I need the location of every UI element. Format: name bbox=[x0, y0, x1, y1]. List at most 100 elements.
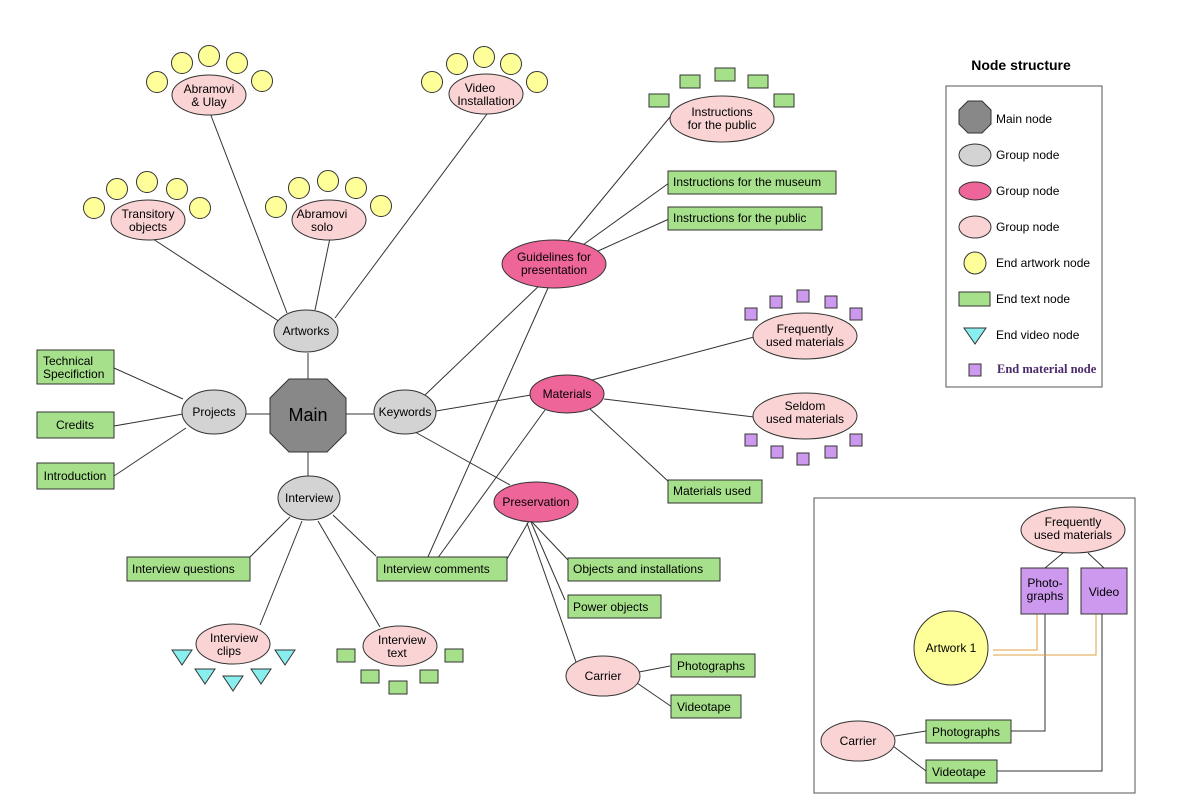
legend-pink-ellipse-icon bbox=[958, 215, 992, 239]
photographs-node[interactable]: Photographs bbox=[670, 653, 756, 678]
artwork-end-node bbox=[500, 53, 522, 75]
interview-text-line1: Interview bbox=[378, 633, 426, 647]
interview-comments-label: Interview comments bbox=[383, 562, 490, 576]
interview-text-group[interactable]: Interview text bbox=[336, 625, 464, 695]
artwork-end-node bbox=[146, 71, 168, 93]
seldom-used-line1: Seldom bbox=[785, 399, 826, 413]
guidelines-line1: Guidelines for bbox=[517, 250, 591, 264]
example-photographs-box-line2: graphs bbox=[1027, 589, 1064, 603]
technical-specification-node[interactable]: Technical Specifiction bbox=[36, 349, 115, 385]
legend-purple-square-icon bbox=[968, 363, 982, 377]
artwork-end-node bbox=[317, 170, 339, 192]
materials-used-node[interactable]: Materials used bbox=[667, 479, 763, 504]
frequently-used-line1: Frequently bbox=[777, 322, 834, 336]
abramovi-ulay-group[interactable]: Abramovi & Ulay bbox=[146, 45, 273, 116]
instructions-public-group[interactable]: Instructions for the public bbox=[648, 67, 795, 143]
abramovi-solo-group[interactable]: Abramovi solo bbox=[265, 170, 392, 241]
projects-node[interactable]: Projects bbox=[181, 389, 247, 435]
artwork-end-node bbox=[473, 46, 495, 68]
instructions-public-group-line2: for the public bbox=[688, 118, 757, 132]
interview-clips-group[interactable]: Interview clips bbox=[171, 623, 296, 692]
interview-questions-node[interactable]: Interview questions bbox=[126, 556, 251, 582]
example-frequently-used-node[interactable]: Frequently used materials bbox=[1020, 506, 1126, 554]
example-photographs-box-line1: Photo- bbox=[1027, 576, 1062, 590]
legend-magenta-ellipse-icon bbox=[958, 181, 992, 201]
materials-node[interactable]: Materials bbox=[529, 374, 605, 414]
carrier-label: Carrier bbox=[585, 669, 622, 683]
main-node[interactable]: Main bbox=[269, 378, 347, 453]
text-end-node bbox=[444, 648, 464, 663]
interview-node[interactable]: Interview bbox=[277, 475, 341, 521]
example-photographs-label: Photographs bbox=[932, 725, 1000, 739]
power-objects-label: Power objects bbox=[573, 600, 648, 614]
artwork-end-node bbox=[166, 178, 188, 200]
text-end-node bbox=[648, 93, 670, 108]
legend-yellow-circle-icon bbox=[963, 251, 987, 275]
legend-title: Node structure bbox=[971, 57, 1071, 73]
objects-installations-node[interactable]: Objects and installations bbox=[567, 557, 721, 582]
credits-node[interactable]: Credits bbox=[36, 411, 115, 439]
example-photographs-node[interactable]: Photographs bbox=[925, 719, 1012, 744]
abramovi-ulay-line1: Abramovi bbox=[184, 82, 235, 96]
abramovi-solo-line2: solo bbox=[311, 220, 333, 234]
text-end-node bbox=[747, 74, 769, 89]
artworks-label: Artworks bbox=[283, 324, 330, 338]
introduction-label: Introduction bbox=[44, 469, 107, 483]
video-installation-group[interactable]: Video Installation bbox=[421, 46, 548, 115]
text-end-node bbox=[714, 67, 736, 82]
legend-item-label: Group node bbox=[996, 184, 1060, 198]
example-videotape-node[interactable]: Videotape bbox=[925, 759, 998, 784]
objects-installations-label: Objects and installations bbox=[573, 562, 703, 576]
legend-item-label: Group node bbox=[996, 220, 1060, 234]
example-artwork-label: Artwork 1 bbox=[926, 641, 977, 655]
artworks-node[interactable]: Artworks bbox=[273, 309, 339, 353]
text-end-node bbox=[388, 680, 408, 695]
material-end-node bbox=[796, 289, 810, 303]
legend-item-label: End material node bbox=[997, 362, 1097, 376]
carrier-node[interactable]: Carrier bbox=[565, 655, 641, 697]
example-frequently-used-line2: used materials bbox=[1034, 528, 1112, 542]
keywords-node[interactable]: Keywords bbox=[373, 389, 437, 435]
connector-lines bbox=[113, 112, 755, 708]
seldom-used-group[interactable]: Seldom used materials bbox=[744, 392, 863, 466]
video-installation-line2: Installation bbox=[457, 94, 514, 108]
example-carrier-node[interactable]: Carrier bbox=[820, 720, 896, 762]
video-end-node bbox=[194, 668, 216, 685]
video-end-node bbox=[222, 675, 244, 692]
instructions-museum-node[interactable]: Instructions for the museum bbox=[667, 170, 837, 195]
transitory-objects-line1: Transitory bbox=[122, 207, 175, 221]
legend-item-label: End artwork node bbox=[996, 256, 1090, 270]
frequently-used-line2: used materials bbox=[766, 335, 844, 349]
interview-clips-line2: clips bbox=[217, 644, 241, 658]
abramovi-ulay-line2: & Ulay bbox=[191, 95, 226, 109]
artwork-end-node bbox=[106, 178, 128, 200]
video-end-node bbox=[274, 649, 296, 666]
guidelines-line2: presentation bbox=[521, 263, 587, 277]
transitory-objects-group[interactable]: Transitory objects bbox=[83, 171, 211, 241]
guidelines-node[interactable]: Guidelines for presentation bbox=[501, 239, 607, 289]
text-end-node bbox=[679, 74, 701, 89]
legend-item-label: Main node bbox=[996, 112, 1052, 126]
frequently-used-group[interactable]: Frequently used materials bbox=[744, 289, 863, 360]
instructions-public-node[interactable]: Instructions for the public bbox=[667, 206, 823, 231]
keywords-label: Keywords bbox=[379, 405, 432, 419]
example-video-material-node[interactable]: Video bbox=[1080, 567, 1128, 615]
videotape-label: Videotape bbox=[677, 700, 731, 714]
transitory-objects-line2: objects bbox=[129, 220, 167, 234]
artwork-end-node bbox=[421, 71, 443, 93]
materials-label: Materials bbox=[543, 387, 592, 401]
introduction-node[interactable]: Introduction bbox=[36, 462, 115, 490]
legend-gray-ellipse-icon bbox=[958, 143, 992, 167]
example-artwork-node[interactable]: Artwork 1 bbox=[913, 610, 989, 686]
videotape-node[interactable]: Videotape bbox=[670, 694, 742, 719]
text-end-node bbox=[360, 669, 380, 684]
power-objects-node[interactable]: Power objects bbox=[567, 594, 662, 619]
example-frequently-used-line1: Frequently bbox=[1045, 515, 1102, 529]
legend-green-rect-icon bbox=[958, 291, 991, 307]
preservation-node[interactable]: Preservation bbox=[493, 481, 579, 523]
example-photographs-material-node[interactable]: Photo- graphs bbox=[1020, 567, 1069, 615]
interview-text-line2: text bbox=[387, 646, 407, 660]
text-end-node bbox=[773, 93, 795, 108]
interview-comments-node[interactable]: Interview comments bbox=[376, 556, 508, 582]
